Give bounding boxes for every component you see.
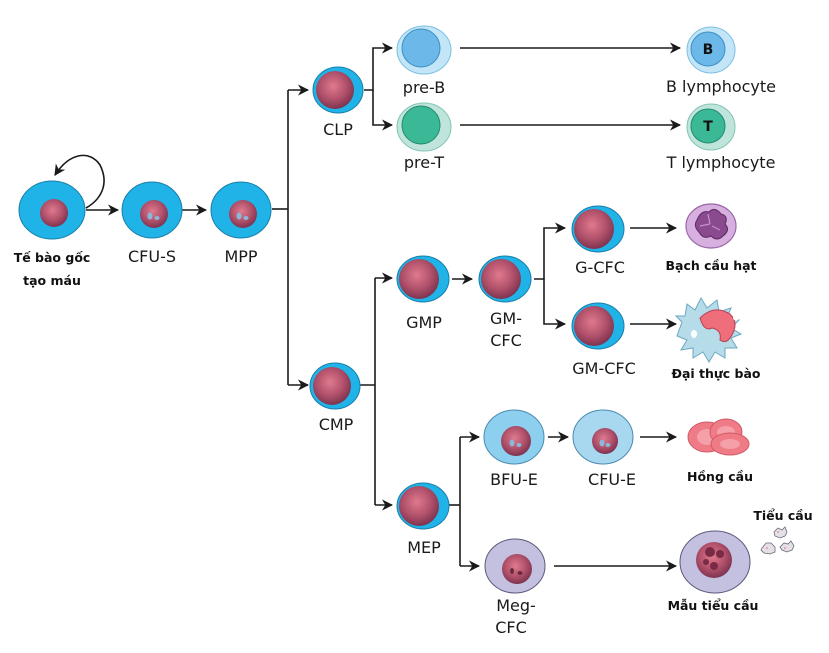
cell-gmp — [396, 255, 450, 303]
arrow-clp-preb — [364, 42, 394, 91]
label-mep: MEP — [407, 538, 441, 557]
label-cfu-s: CFU-S — [128, 247, 176, 266]
cell-gm-cfc — [478, 255, 532, 303]
label-t-lymphocyte: T lymphocyte — [666, 153, 776, 172]
label-meg-cfc-line2: CFC — [495, 618, 527, 637]
label-platelets: Tiểu cầu — [753, 508, 812, 523]
cell-pre-b — [396, 25, 452, 75]
cell-macrophage — [674, 296, 743, 363]
cell-cfu-e — [572, 409, 634, 465]
cell-t-lymphocyte: T — [686, 103, 736, 151]
label-gm-cfc-2: GM-CFC — [572, 359, 636, 378]
label-macrophage: Đại thực bào — [671, 366, 760, 381]
arrow-clp-pret — [372, 90, 394, 131]
label-pre-t: pre-T — [404, 153, 445, 172]
label-meg-cfc-line1: Meg- — [496, 596, 536, 615]
label-b-lymphocyte: B lymphocyte — [666, 77, 776, 96]
label-pre-b: pre-B — [403, 78, 445, 97]
platelets — [760, 526, 795, 555]
label-gm-cfc-line1: GM- — [490, 309, 522, 328]
nucleus — [40, 199, 68, 227]
label-granulocyte: Bạch cầu hạt — [665, 258, 756, 273]
label-megakaryocyte: Mẫu tiểu cầu — [668, 598, 759, 613]
cell-meg-cfc — [484, 538, 546, 594]
cell-b-lymphocyte: B — [686, 26, 736, 74]
t-letter: T — [703, 119, 713, 135]
self-renewal-arrow — [54, 154, 105, 209]
label-hsc-line1: Tế bào gốc — [14, 250, 91, 265]
cell-granulocyte — [685, 203, 737, 249]
b-letter: B — [703, 42, 714, 58]
label-cmp: CMP — [319, 415, 354, 434]
cell-mep — [396, 482, 450, 530]
label-g-cfc: G-CFC — [575, 258, 625, 277]
label-gm-cfc-line2: CFC — [490, 331, 522, 350]
label-mpp: MPP — [224, 247, 257, 266]
cell-cfu-s — [121, 181, 183, 239]
arrow-gmcfc-gcfc — [534, 222, 567, 280]
cell-mpp — [210, 181, 272, 239]
label-cfu-e: CFU-E — [588, 470, 636, 489]
cell-megakaryocyte — [679, 530, 751, 594]
arrow-gmcfc-gmcfc2 — [543, 279, 567, 330]
cell-pre-t — [396, 102, 452, 152]
label-bfu-e: BFU-E — [490, 470, 538, 489]
cell-bfu-e — [483, 409, 545, 465]
cell-g-cfc — [571, 205, 625, 253]
cell-cmp — [309, 362, 361, 410]
cell-hsc — [18, 180, 86, 240]
cell-gm-cfc-2 — [571, 302, 625, 350]
cell-clp — [312, 66, 364, 114]
label-clp: CLP — [323, 120, 353, 139]
cell-erythrocytes — [687, 418, 750, 456]
label-erythrocyte: Hồng cầu — [687, 469, 753, 484]
label-hsc-line2: tạo máu — [23, 273, 81, 288]
label-gmp: GMP — [406, 313, 442, 332]
